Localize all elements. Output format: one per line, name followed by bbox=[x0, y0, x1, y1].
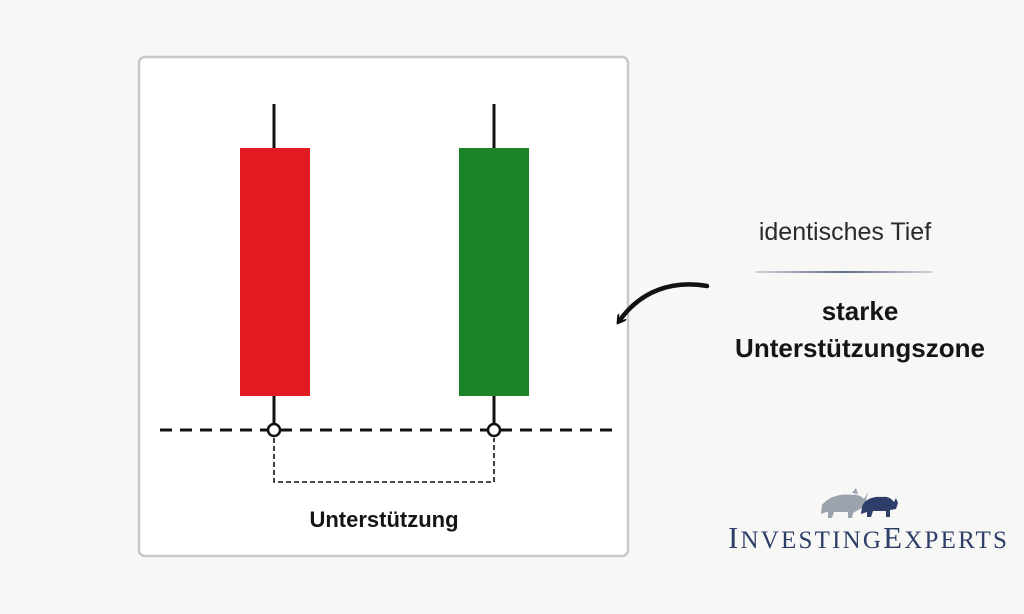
logo-mark bbox=[821, 488, 898, 518]
bull-icon bbox=[821, 488, 870, 518]
support-bracket bbox=[273, 438, 495, 483]
annotation-strong-support-zone: starke Unterstützungszone bbox=[700, 293, 1020, 367]
bear-icon bbox=[861, 496, 898, 517]
annotation-line-2: Unterstützungszone bbox=[735, 333, 985, 363]
low-point-marker-right bbox=[486, 422, 502, 438]
annotation-divider bbox=[755, 271, 933, 273]
green-candle-body bbox=[459, 148, 529, 396]
red-candle-body bbox=[240, 148, 310, 396]
low-point-marker-left bbox=[266, 422, 282, 438]
annotation-identical-low: identisches Tief bbox=[758, 218, 932, 246]
brand-logo-text: INVESTINGEXPERTS bbox=[728, 520, 1010, 555]
chart-frame bbox=[137, 55, 630, 558]
curved-arrow-icon bbox=[620, 282, 710, 320]
annotation-line-1: starke bbox=[821, 296, 899, 326]
support-label: Unterstützung bbox=[309, 507, 458, 532]
